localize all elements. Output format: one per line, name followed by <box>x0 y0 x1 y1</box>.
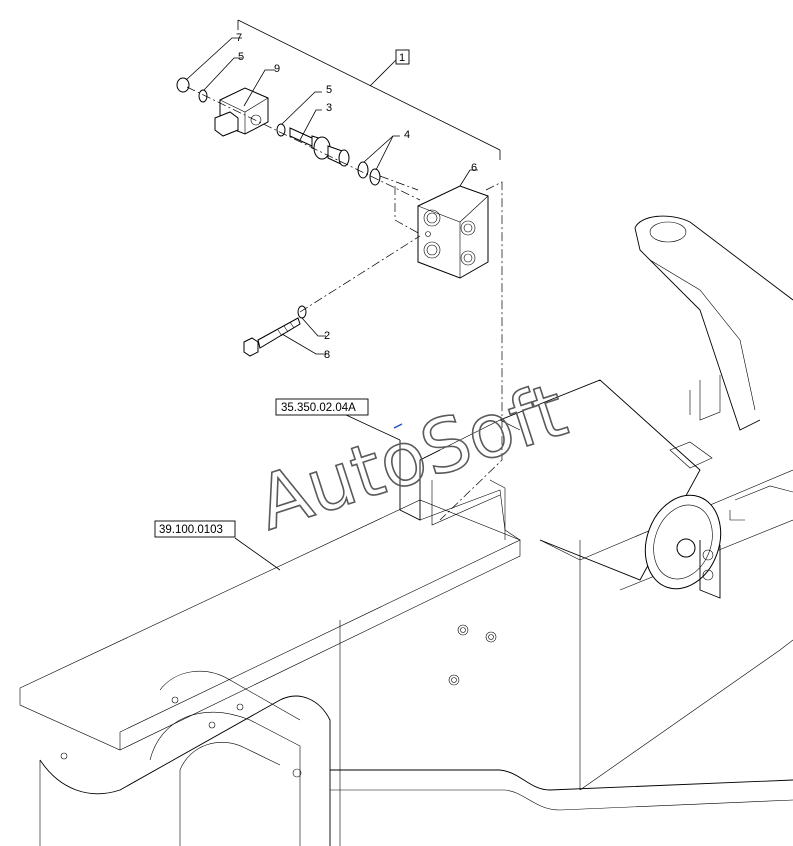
callout-4: 4 <box>404 129 410 141</box>
callout-7: 7 <box>236 32 242 44</box>
ref-35-350-02-04a: 35.350.02.04A <box>281 402 356 414</box>
oring-part-5a <box>198 89 208 103</box>
ref-box-a <box>275 398 369 416</box>
oring-part-5b <box>276 123 286 137</box>
callout-1-box <box>395 49 410 65</box>
callout-leaders <box>185 37 478 571</box>
washer-part-2 <box>297 305 307 319</box>
callout-1: 1 <box>399 52 405 64</box>
callout-6: 6 <box>471 162 477 174</box>
callout-9: 9 <box>274 63 280 75</box>
nut-part-7 <box>176 77 190 93</box>
callout-labels: 7 5 9 5 3 4 6 2 8 1 <box>236 32 477 361</box>
lever-arm <box>634 215 793 431</box>
ring-part-4a <box>357 161 369 179</box>
ref-box-b <box>154 520 236 538</box>
reference-labels: 35.350.02.04A 39.100.0103 <box>154 398 403 538</box>
callout-8: 8 <box>324 349 330 361</box>
cartridge-valve-part-3 <box>289 127 350 167</box>
ref-39-100-0103: 39.100.0103 <box>159 524 223 536</box>
chassis-frame <box>19 419 793 846</box>
ring-part-4b <box>369 168 381 186</box>
valve-block-part-6 <box>417 185 489 279</box>
callout-2: 2 <box>324 330 330 342</box>
bolt-part-8 <box>243 317 301 357</box>
accent-mark <box>393 423 403 429</box>
callout-5-lower: 5 <box>326 84 332 96</box>
callout-5-upper: 5 <box>238 51 244 63</box>
callout-3: 3 <box>326 102 332 114</box>
solenoid-coil-part-9 <box>214 87 269 137</box>
exploded-assembly <box>176 19 503 521</box>
watermark: AutoSoft <box>247 367 576 547</box>
cylinder-body <box>499 379 793 599</box>
